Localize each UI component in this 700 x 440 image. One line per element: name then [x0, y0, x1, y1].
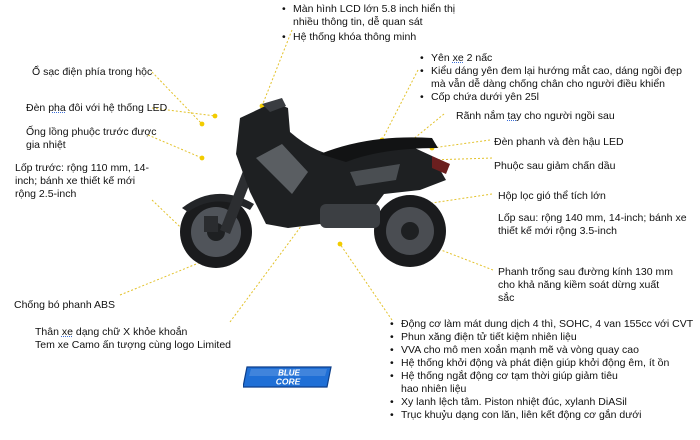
label-rear-tire: Lốp sau: rộng 140 mm, 14-inch; bánh xe t…: [498, 212, 687, 237]
svg-text:BLUE: BLUE: [278, 369, 300, 378]
label-seat-levels: Yên xe 2 nấc: [420, 52, 696, 65]
label-frame: Thân xe dạng chữ X khỏe khoắn: [35, 326, 188, 338]
display-lock-group: Màn hình LCD lớn 5.8 inch hiển thị nhiều…: [282, 3, 455, 44]
label-front-fork: Ống lồng phuộc trước được gia nhiệt: [26, 126, 157, 151]
engine: [320, 204, 380, 228]
blue-core-logo: BLUE CORE: [243, 366, 332, 388]
label-front-tire: Lốp trước: rộng 110 mm, 14-inch; bánh xe…: [15, 162, 149, 200]
label-brake-light: Đèn phanh và đèn hậu LED: [494, 136, 624, 148]
label-storage: Cốp chứa dưới yên 25l: [420, 91, 696, 104]
label-smart-lock: Hệ thống khóa thông minh: [282, 31, 455, 44]
list-item: Hệ thống ngắt động cơ tạm thời giúp giảm…: [390, 370, 631, 396]
label-air-filter: Hộp lọc gió thể tích lớn: [498, 190, 606, 202]
label-rear-brake: Phanh trống sau đường kính 130 mm cho kh…: [498, 266, 674, 304]
list-item: Phun xăng điện tử tiết kiệm nhiên liệu: [390, 331, 696, 344]
list-item: Hệ thống khởi động và phát điện giúp khở…: [390, 357, 696, 370]
motorcycle-illustration: [180, 98, 450, 268]
label-rear-shock: Phuộc sau giảm chấn dầu: [494, 160, 616, 172]
seat: [320, 137, 438, 162]
tail-light: [432, 156, 450, 174]
label-grab-rail: Rãnh nắm tay cho người ngồi sau: [456, 110, 615, 122]
list-item: Trục khuỷu dạng con lăn, liên kết động c…: [390, 409, 696, 422]
body-panels: [236, 102, 446, 228]
seat-features-group: Yên xe 2 nấc Kiểu dáng yên đem lại hướng…: [420, 52, 696, 104]
camo-graphic: [256, 144, 308, 194]
list-item: VVA cho mô men xoắn mạnh mẽ và vòng quay…: [390, 344, 696, 357]
label-lcd: Màn hình LCD lớn 5.8 inch hiển thị nhiều…: [282, 3, 455, 29]
engine-features-list: Động cơ làm mát dung dịch 4 thì, SOHC, 4…: [390, 318, 696, 422]
label-headlight: Đèn pha đôi với hệ thống LED: [26, 102, 168, 114]
list-item: Xy lanh lệch tâm. Piston nhiệt đúc, xyla…: [390, 396, 696, 409]
windshield: [262, 98, 286, 112]
label-charging-port: Ổ sạc điện phía trong hộc: [32, 66, 153, 78]
svg-text:CORE: CORE: [276, 377, 301, 387]
label-abs: Chống bó phanh ABS: [14, 299, 116, 311]
list-item: Động cơ làm mát dung dịch 4 thì, SOHC, 4…: [390, 318, 696, 331]
label-camo-decal: Tem xe Camo ấn tượng cùng logo Limited: [35, 339, 232, 351]
rear-wheel: [374, 195, 446, 267]
label-seat-design: Kiểu dáng yên đem lại hướng mắt cao, dán…: [420, 65, 696, 91]
